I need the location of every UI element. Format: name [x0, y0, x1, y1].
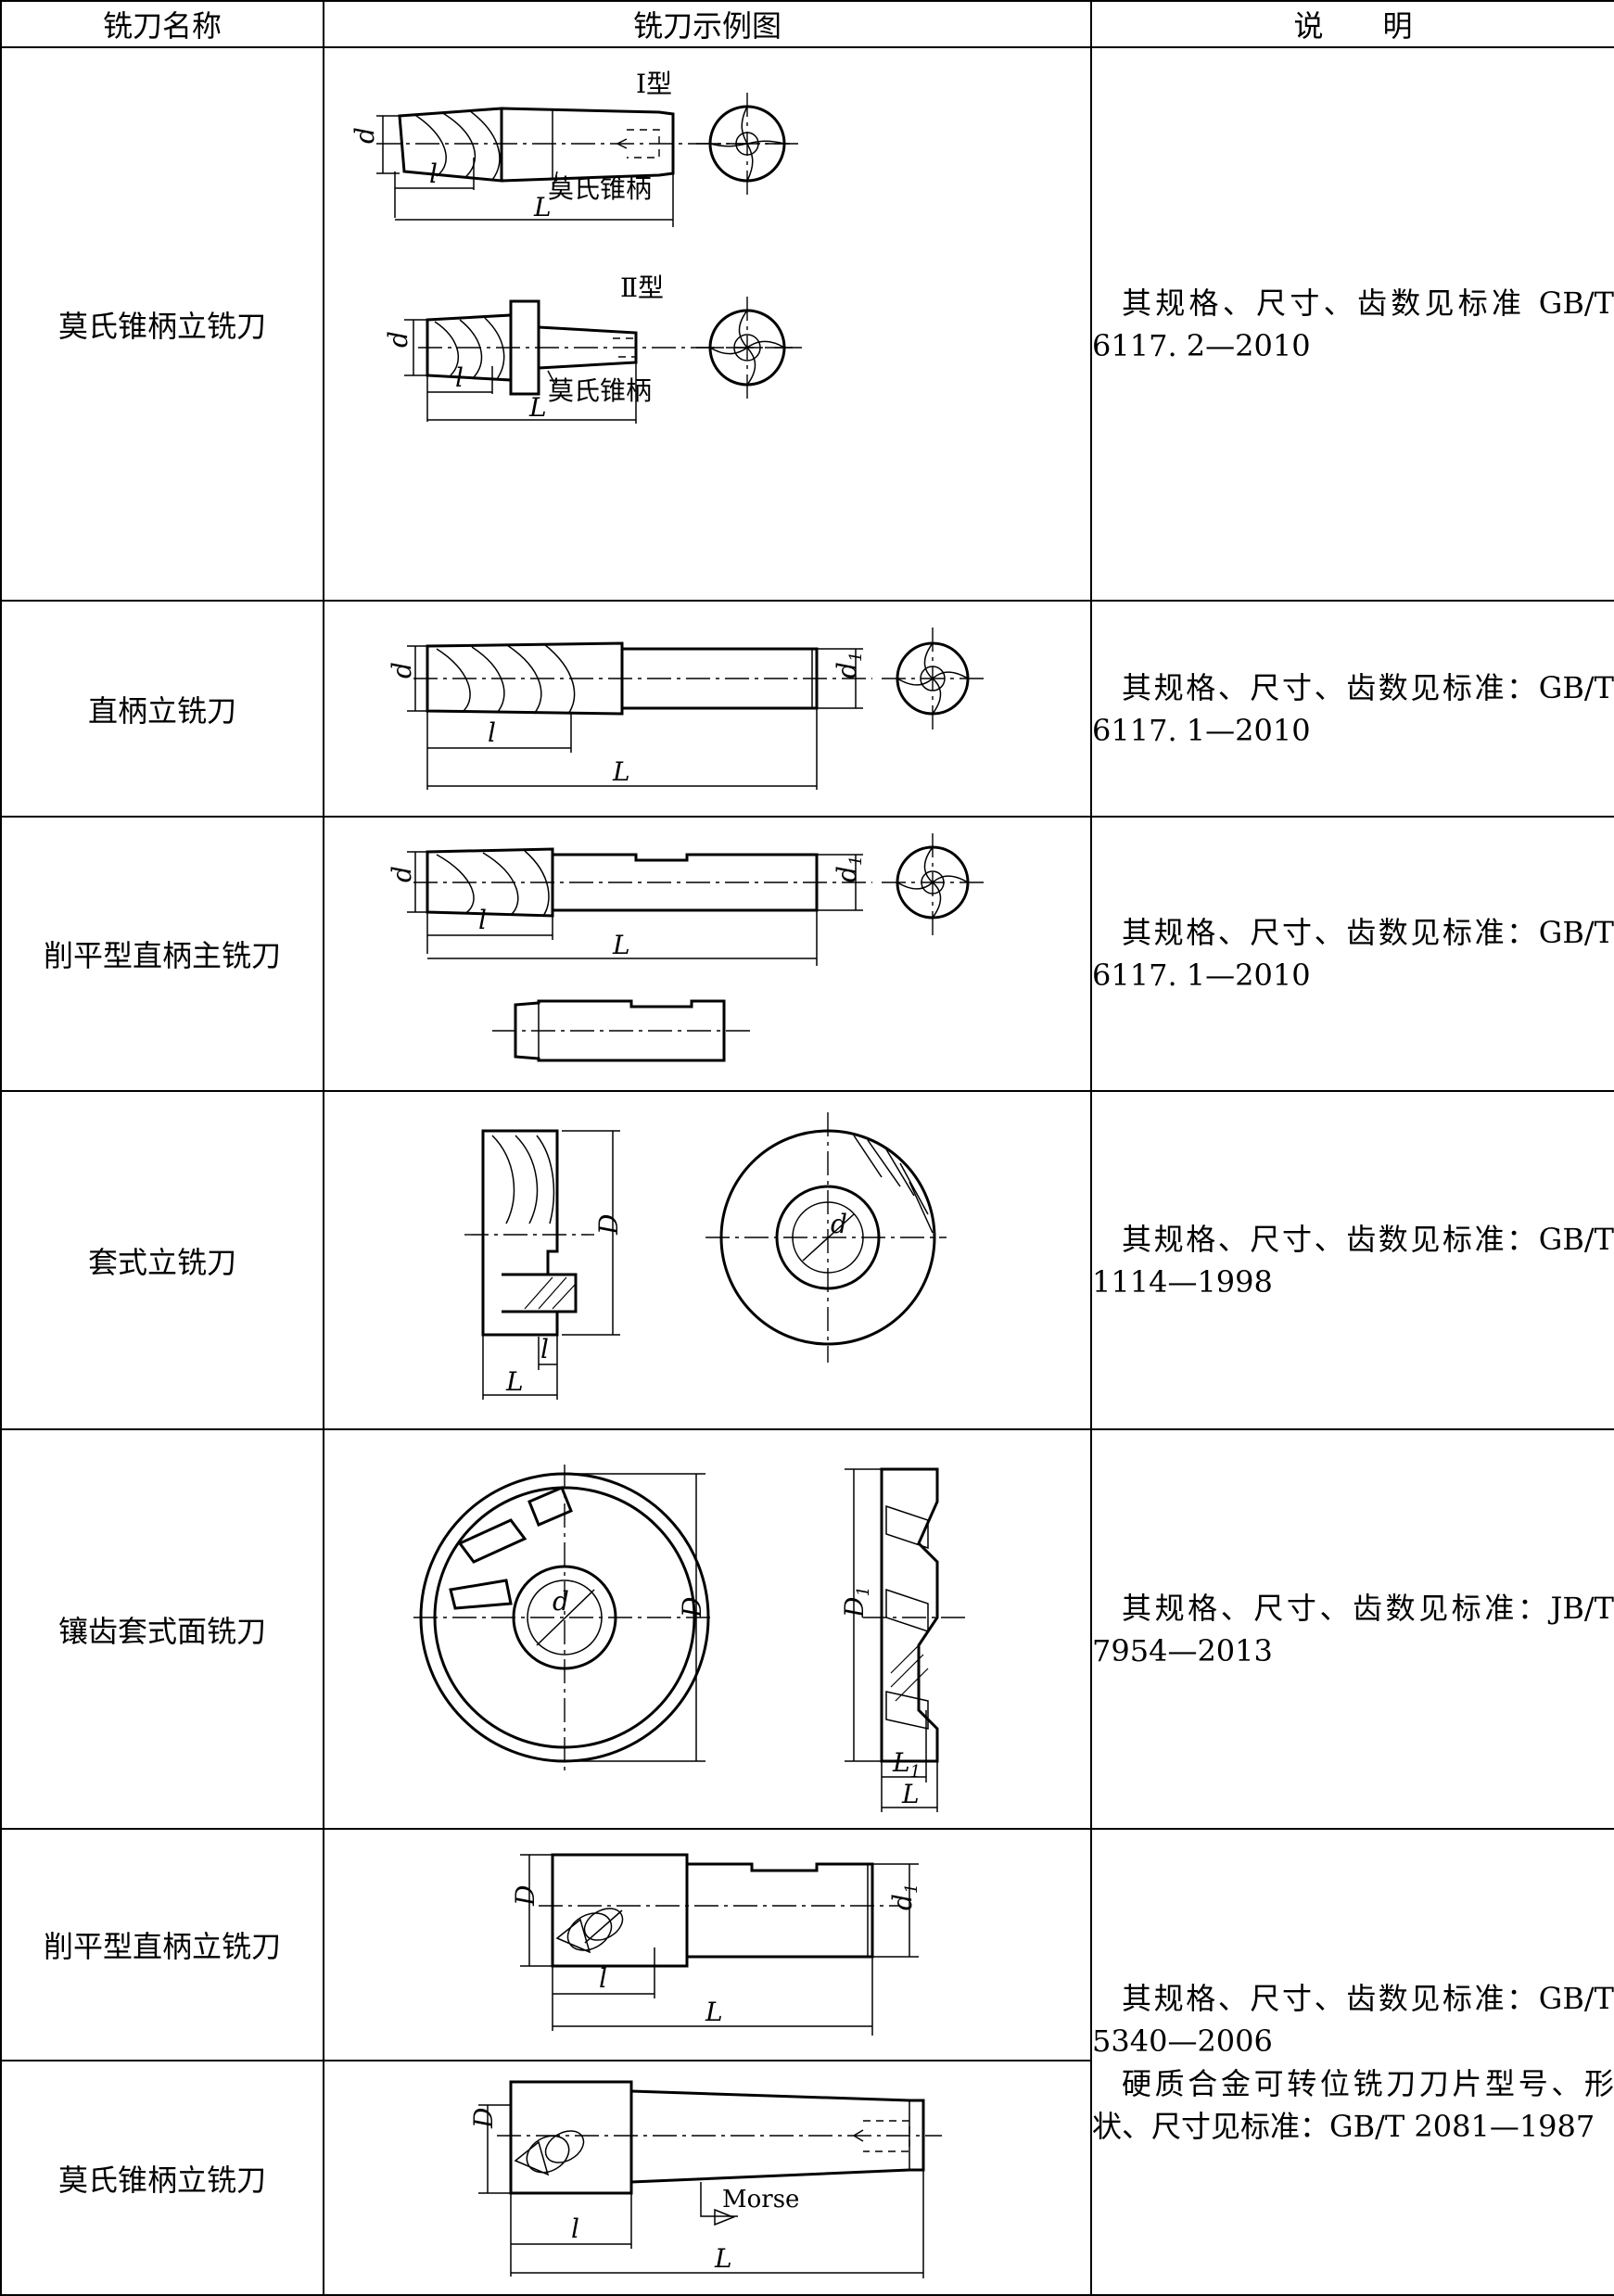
morse-label: Morse [722, 2186, 799, 2214]
dim-D: D [510, 1884, 540, 1906]
dim-d1: d1 [832, 652, 866, 679]
cutter-name: 直柄立铣刀 [0, 600, 324, 818]
cutter-desc: 其规格、尺寸、齿数见标准 GB/T 6117. 2—2010 [1090, 46, 1614, 602]
dim-l: l [488, 717, 496, 748]
flat-shank-end-mill-insert-drawing: D d1 l L [510, 1853, 921, 2036]
table-row: 削平型直柄主铣刀 d d1 l L [0, 816, 1614, 1092]
dim-l: l [540, 1334, 549, 1364]
type2-label: Ⅱ型 [620, 273, 664, 303]
dim-L: L [714, 2243, 732, 2274]
morse-taper-insert-mill-drawing: D Morse l L [468, 2080, 942, 2278]
inserted-tooth-face-mill-drawing: d D D1 L1 L [413, 1465, 965, 1812]
dim-L: L [612, 930, 630, 960]
dim-d: d [387, 866, 417, 882]
dim-D: D [468, 2107, 499, 2128]
cutter-name: 镶齿套式面铣刀 [0, 1428, 324, 1830]
table-row: 套式立铣刀 D l L [0, 1090, 1614, 1430]
dim-D: D [593, 1213, 624, 1235]
dim-D: D [677, 1597, 707, 1618]
dim-L: L [612, 756, 630, 787]
dim-L: L [705, 1997, 723, 2027]
table-row: 削平型直柄立铣刀 D d1 l [0, 1828, 1614, 2296]
header-row: 铣刀名称 铣刀示例图 说 明 [0, 0, 1614, 48]
dim-d: d [349, 127, 380, 144]
cutter-name: 削平型直柄立铣刀 [0, 1828, 324, 2061]
dim-d: d [831, 1209, 847, 1239]
table-row: 莫氏锥柄立铣刀 D Morse l [0, 2060, 1614, 2296]
cutter-name: 莫氏锥柄立铣刀 [0, 2060, 324, 2296]
dim-d: d [553, 1586, 569, 1617]
header-figure: 铣刀示例图 [323, 0, 1092, 48]
dim-L: L [505, 1366, 524, 1397]
flat-shank-main-mill-drawing: d d1 l L [387, 833, 984, 1062]
cutter-desc: 其规格、尺寸、齿数见标准：GB/T 1114—1998 [1090, 1090, 1614, 1430]
table-row: 莫氏锥柄立铣刀 Ⅰ型 d l L [0, 46, 1614, 602]
cutter-desc-shared: 其规格、尺寸、齿数见标准：GB/T 5340—2006 硬质合金可转位铣刀刀片型… [1090, 1828, 1614, 2296]
header-desc: 说 明 [1090, 0, 1614, 48]
table-row: 镶齿套式面铣刀 d D D1 [0, 1428, 1614, 1830]
dim-l-2: l [455, 362, 464, 393]
cutter-name: 莫氏锥柄立铣刀 [0, 46, 324, 602]
shank-label: 莫氏锥柄 [548, 173, 652, 204]
cutter-figure: d D D1 L1 L [323, 1428, 1092, 1830]
shell-end-mill-drawing: D l L d [464, 1111, 947, 1400]
dim-L: L [533, 192, 552, 222]
dim-d1: d1 [832, 856, 866, 882]
cutter-desc: 其规格、尺寸、齿数见标准：GB/T 6117. 1—2010 [1090, 600, 1614, 818]
table-row: 直柄立铣刀 d d1 l L [0, 600, 1614, 818]
cutter-figure: D Morse l L [323, 2060, 1092, 2296]
cutter-figure: Ⅰ型 d l L 莫氏锥柄 [323, 46, 1092, 602]
cutter-name: 削平型直柄主铣刀 [0, 816, 324, 1092]
dim-l: l [478, 905, 487, 935]
straight-shank-end-mill-drawing: d d1 l L [387, 628, 984, 790]
cutter-desc: 其规格、尺寸、齿数见标准：GB/T 6117. 1—2010 [1090, 816, 1614, 1092]
dim-d-2: d [383, 331, 413, 348]
dim-l: l [599, 1963, 607, 1994]
dim-d: d [387, 662, 417, 679]
cutter-figure: d d1 l L [323, 600, 1092, 818]
morse-taper-end-mill-drawing: Ⅰ型 d l L 莫氏锥柄 [349, 69, 807, 424]
cutter-figure: d d1 l L [323, 816, 1092, 1092]
type1-label: Ⅰ型 [636, 69, 672, 99]
shank-label-2: 莫氏锥柄 [548, 375, 652, 406]
header-name: 铣刀名称 [0, 0, 324, 48]
dim-L-2: L [528, 392, 547, 423]
dim-l: l [429, 159, 438, 189]
dim-L1: L1 [892, 1747, 921, 1782]
dim-D1: D1 [839, 1586, 873, 1618]
cutter-figure: D d1 l L [323, 1828, 1092, 2061]
dim-d1: d1 [887, 1883, 921, 1909]
cutter-figure: D l L d [323, 1090, 1092, 1430]
cutter-desc: 其规格、尺寸、齿数见标准：JB/T 7954—2013 [1090, 1428, 1614, 1830]
dim-l: l [571, 2214, 579, 2244]
cutter-name: 套式立铣刀 [0, 1090, 324, 1430]
dim-L: L [901, 1779, 920, 1809]
